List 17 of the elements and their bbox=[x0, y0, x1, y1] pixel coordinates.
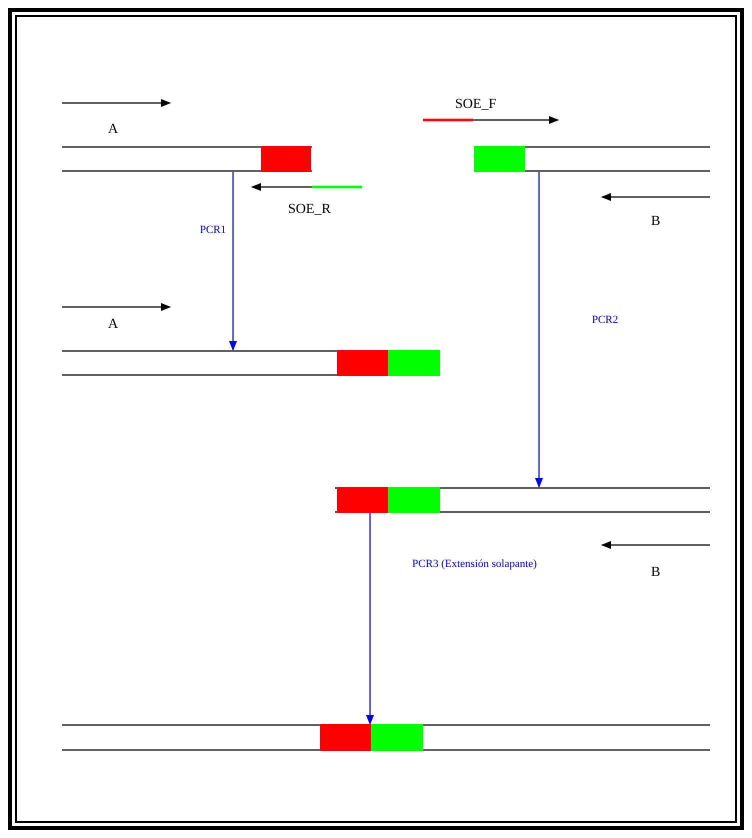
dna-fragment bbox=[474, 146, 710, 172]
dna-fragment bbox=[335, 487, 710, 513]
dna-fragment bbox=[62, 724, 710, 751]
edge-label: PCR3 (Extensión solapante) bbox=[412, 558, 537, 570]
primer-label: SOE_F bbox=[455, 97, 496, 113]
edge-label: PCR2 bbox=[590, 314, 620, 326]
arrow bbox=[229, 172, 237, 351]
primer-label: A bbox=[108, 317, 118, 333]
arrow bbox=[366, 513, 374, 725]
edge-label: PCR1 bbox=[198, 224, 228, 236]
dna-fragment bbox=[62, 350, 440, 376]
primer-label: A bbox=[108, 122, 118, 138]
primer-label: B bbox=[651, 214, 660, 230]
dna-fragment bbox=[62, 146, 312, 172]
arrow bbox=[535, 172, 543, 488]
primer-label: B bbox=[651, 565, 660, 581]
primer-label: SOE_R bbox=[288, 202, 331, 218]
